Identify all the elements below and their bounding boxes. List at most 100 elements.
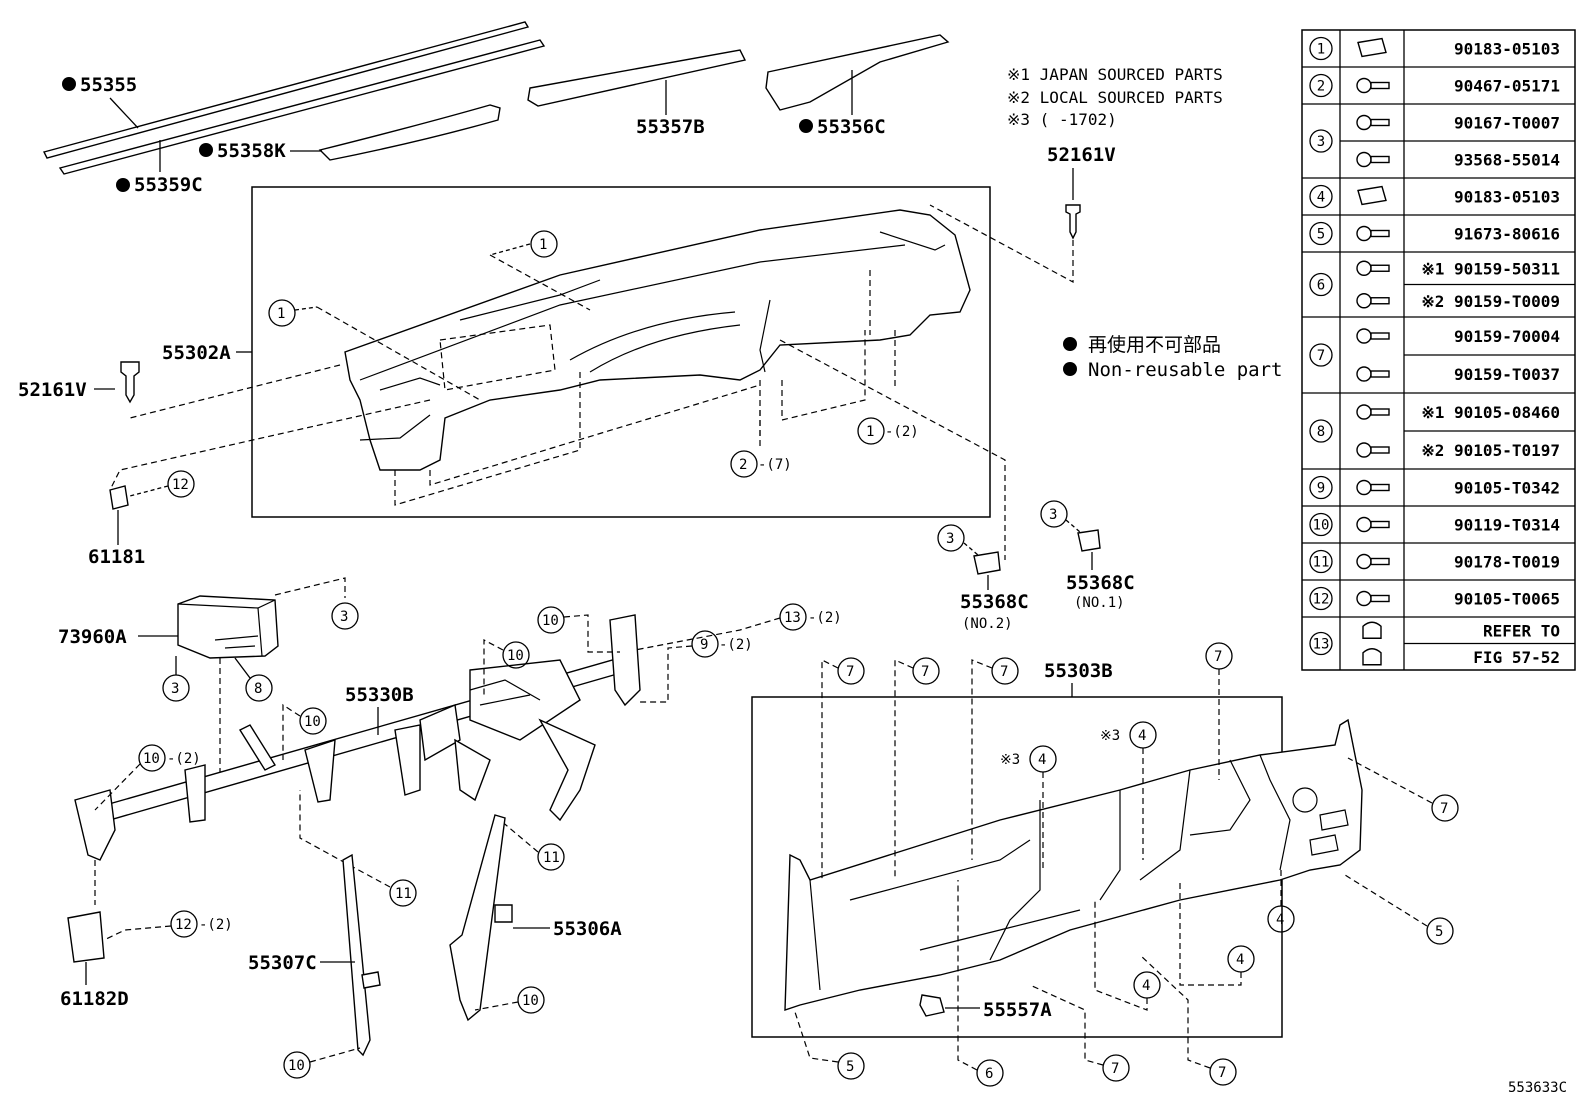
bracket-61182D <box>67 911 105 963</box>
callout-10-qty: -(2) <box>167 751 201 767</box>
label-73960A: 73960A <box>58 626 127 648</box>
panel-55357B <box>527 49 747 107</box>
fastener-icon <box>1356 516 1390 533</box>
row-number: 3 <box>1317 134 1325 150</box>
legend-jp: 再使用不可部品 <box>1088 334 1221 356</box>
callout-12-num: 12 <box>175 917 192 933</box>
nonreusable-dot <box>199 143 213 157</box>
fastener-icon <box>1356 225 1390 242</box>
label-55306A: 55306A <box>553 918 622 940</box>
fastener-part-number: 90159-T0037 <box>1454 365 1560 384</box>
fastener-part-number: REFER TO <box>1483 621 1560 640</box>
fastener-table-row: 6※1 90159-50311※2 90159-T0009 <box>1302 251 1575 317</box>
label-55307C: 55307C <box>248 952 317 974</box>
note-japan-sourced: ※1 JAPAN SOURCED PARTS <box>1007 65 1223 84</box>
callout-10 <box>502 641 530 669</box>
row-number-circle <box>1309 272 1333 297</box>
lower-panel-55303B <box>784 718 1363 1011</box>
row-number-circle <box>1309 419 1333 443</box>
molding-55359C <box>58 39 546 175</box>
callout-1 <box>857 417 885 445</box>
callout-10 <box>517 986 545 1014</box>
callout-4-mark: ※3 <box>1000 752 1020 768</box>
callout-4-num: 4 <box>1138 728 1146 744</box>
figure-code: 553633C <box>1508 1080 1567 1096</box>
fastener-icon <box>1356 590 1390 607</box>
row-number-circle <box>1309 221 1333 246</box>
instrument-panel-55302A <box>344 209 971 471</box>
label-55557A: 55557A <box>983 999 1052 1021</box>
row-number-circle <box>1309 586 1333 611</box>
callout-7-num: 7 <box>1214 649 1222 665</box>
callout-7-num: 7 <box>921 664 929 680</box>
callout-6-num: 6 <box>985 1066 993 1082</box>
clip-55368C-no1 <box>1077 529 1101 552</box>
callout-9-num: 9 <box>700 637 708 653</box>
row-number-circle <box>1309 343 1333 367</box>
label-55358K: 55358K <box>217 140 286 162</box>
callout-3-num: 3 <box>171 681 179 697</box>
callout-1-qty: -(2) <box>885 424 919 440</box>
label-52161V-top: 52161V <box>1047 144 1116 166</box>
callout-5-num: 5 <box>1435 924 1443 940</box>
callout-4-num: 4 <box>1276 912 1284 928</box>
callout-7 <box>991 657 1019 685</box>
row-number-circle <box>1309 184 1333 209</box>
row-number: 1 <box>1317 42 1325 58</box>
fastener-icon <box>1356 260 1390 276</box>
callout-5 <box>1426 917 1454 945</box>
callout-3-num: 3 <box>1049 507 1057 523</box>
note-1702: ※3 ( -1702) <box>1007 110 1117 129</box>
callout-7 <box>1431 794 1459 822</box>
callout-9 <box>691 630 719 658</box>
label-55368C-no2-sub: (NO.2) <box>962 616 1013 632</box>
callout-7 <box>1102 1054 1130 1082</box>
row-number: 6 <box>1317 278 1325 294</box>
clip-52161V-top <box>1065 204 1081 240</box>
callout-12-qty: -(2) <box>199 917 233 933</box>
nonreusable-dot <box>62 77 76 91</box>
label-55356C: 55356C <box>817 116 886 138</box>
fastener-icon <box>1356 114 1390 131</box>
row-number: 8 <box>1317 424 1325 440</box>
row-number-circle <box>1309 129 1333 153</box>
row-number: 13 <box>1313 637 1330 653</box>
callout-10-num: 10 <box>522 993 539 1009</box>
callout-3 <box>331 602 359 630</box>
fastener-part-number: 93568-55014 <box>1454 151 1560 170</box>
callout-8 <box>245 674 273 702</box>
callout-13 <box>779 603 807 631</box>
callout-11-num: 11 <box>543 850 560 866</box>
panel-55356C <box>765 34 950 111</box>
row-number: 5 <box>1317 227 1325 243</box>
label-55368C-no1: 55368C <box>1066 572 1135 594</box>
fastener-icon <box>1357 185 1387 206</box>
callout-12 <box>170 910 198 938</box>
fastener-icon <box>1356 553 1390 570</box>
fastener-part-number: ※1 90105-08460 <box>1421 403 1560 422</box>
nonreusable-dot <box>116 178 130 192</box>
callout-7 <box>837 657 865 685</box>
label-55368C-no2: 55368C <box>960 591 1029 613</box>
label-55330B: 55330B <box>345 684 414 706</box>
callout-7 <box>1209 1058 1237 1086</box>
label-55357B: 55357B <box>636 116 705 138</box>
clip-52161V-left <box>120 361 140 404</box>
row-number: 12 <box>1313 592 1330 608</box>
airbag-module-73960A <box>177 595 279 659</box>
label-55303B: 55303B <box>1044 660 1113 682</box>
callout-3 <box>1040 500 1068 528</box>
row-number: 9 <box>1317 481 1325 497</box>
callout-1 <box>530 230 558 258</box>
label-55359C: 55359C <box>134 174 203 196</box>
callout-10-num: 10 <box>507 648 524 664</box>
fastener-part-number: 90105-T0342 <box>1454 479 1560 498</box>
reinforcement-55330B <box>74 614 641 861</box>
callout-7 <box>912 657 940 685</box>
